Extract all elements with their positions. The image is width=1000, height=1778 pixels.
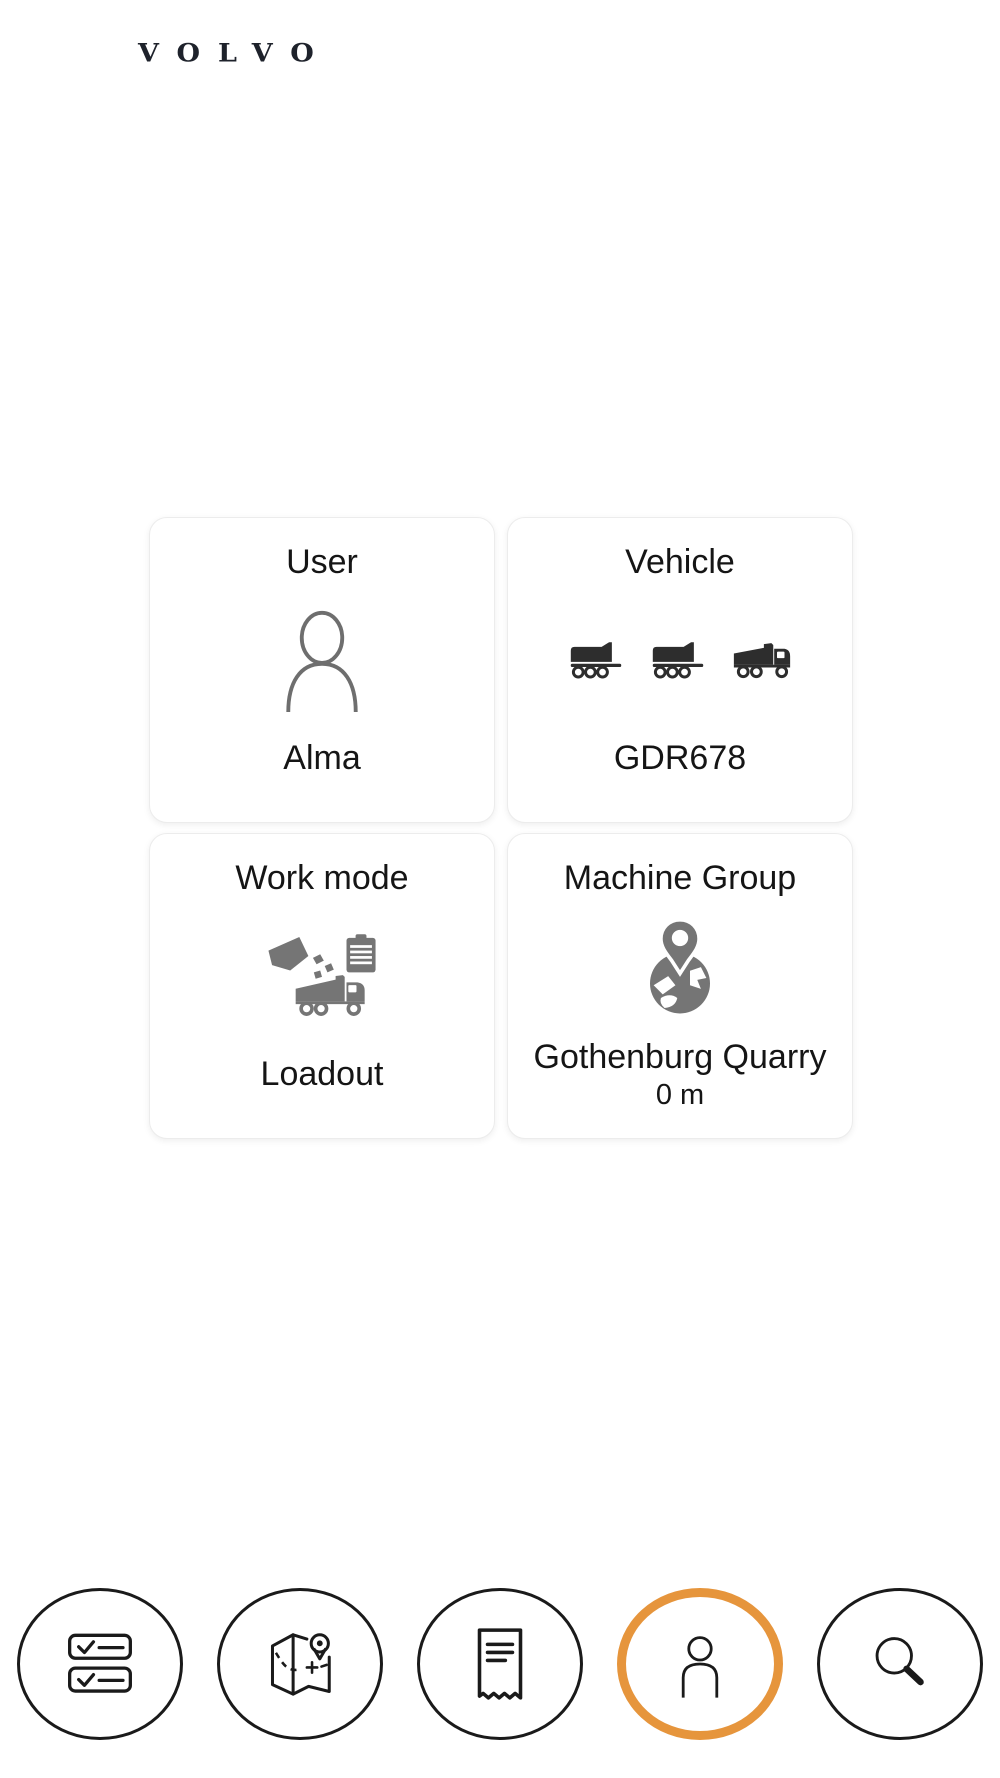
work-mode-value: Loadout [260, 1055, 384, 1093]
nav-map-button[interactable] [217, 1588, 383, 1740]
user-card[interactable]: User Alma [149, 517, 495, 823]
work-mode-card-title: Work mode [235, 859, 409, 897]
work-mode-card[interactable]: Work mode Loadout [149, 833, 495, 1139]
nav-search-button[interactable] [817, 1588, 983, 1740]
machine-group-card-title: Machine Group [563, 859, 797, 897]
vehicle-id: GDR678 [613, 739, 747, 777]
map-pin-icon [270, 1633, 331, 1696]
volvo-logo: VOLVO [138, 39, 332, 68]
checklist-icon [68, 1633, 132, 1693]
vehicle-card[interactable]: Vehicle [507, 517, 853, 823]
vehicle-combination-icons [568, 581, 792, 739]
trailer-icon [652, 642, 704, 679]
nav-profile-button[interactable] [617, 1588, 783, 1740]
machine-group-card[interactable]: Machine Group Gothenburg Quarry 0 m [507, 833, 853, 1139]
trailer-icon [570, 642, 622, 679]
nav-receipt-button[interactable] [417, 1588, 583, 1740]
machine-group-distance: 0 m [655, 1079, 705, 1111]
user-card-title: User [286, 543, 358, 581]
receipt-icon [477, 1628, 523, 1700]
person-icon [681, 1636, 719, 1698]
menu-button[interactable] [62, 44, 105, 72]
person-outline-icon [269, 581, 375, 739]
bottom-navigation [0, 1588, 1000, 1740]
dump-truck-icon [733, 643, 791, 679]
search-icon [875, 1637, 924, 1686]
vehicle-card-title: Vehicle [625, 543, 735, 581]
machine-group-name: Gothenburg Quarry [533, 1038, 827, 1076]
status-cards: User Alma Vehicle [149, 517, 853, 1139]
user-name: Alma [283, 739, 361, 777]
loadout-bucket-truck-clipboard-icon [263, 897, 381, 1055]
globe-location-pin-icon [639, 897, 721, 1038]
nav-checklist-button[interactable] [17, 1588, 183, 1740]
